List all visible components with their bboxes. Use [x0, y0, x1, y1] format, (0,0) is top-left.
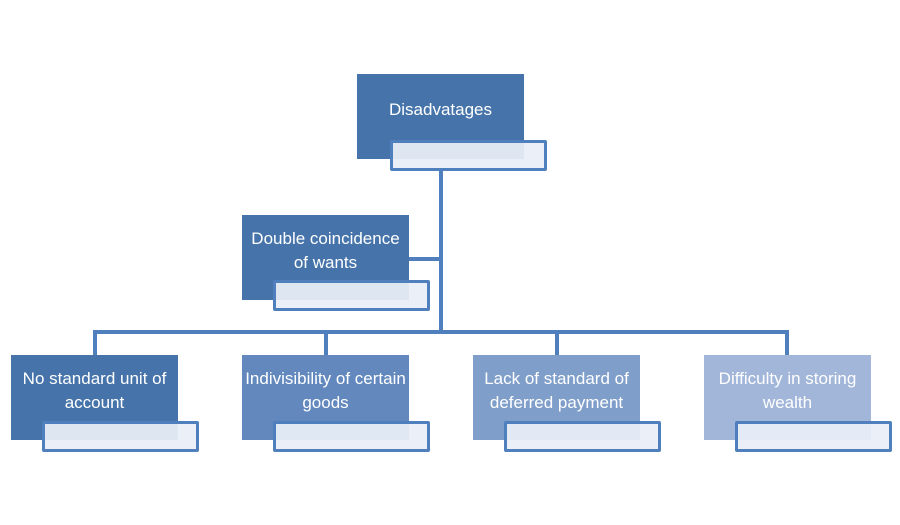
root-sub-box	[390, 140, 547, 171]
connector-drop-3	[555, 330, 559, 355]
child-sub-box	[735, 421, 892, 452]
child-label: Difficulty in storing wealth	[718, 369, 857, 412]
connector-drop-1	[93, 330, 97, 355]
connector-drop-2	[324, 330, 328, 355]
child-label: No standard unit of account	[22, 369, 167, 412]
child-sub-box	[273, 421, 430, 452]
assistant-label: Double coincidence of wants	[251, 229, 400, 272]
connector-horizontal	[93, 330, 789, 334]
assistant-sub-box	[273, 280, 430, 311]
child-label: Lack of standard of deferred payment	[484, 369, 629, 412]
child-sub-box	[504, 421, 661, 452]
child-label: Indivisibility of certain goods	[245, 369, 406, 412]
connector-trunk	[439, 168, 443, 334]
root-label: Disadvatages	[388, 100, 492, 119]
connector-assistant	[409, 257, 441, 261]
child-sub-box	[42, 421, 199, 452]
connector-drop-4	[785, 330, 789, 355]
